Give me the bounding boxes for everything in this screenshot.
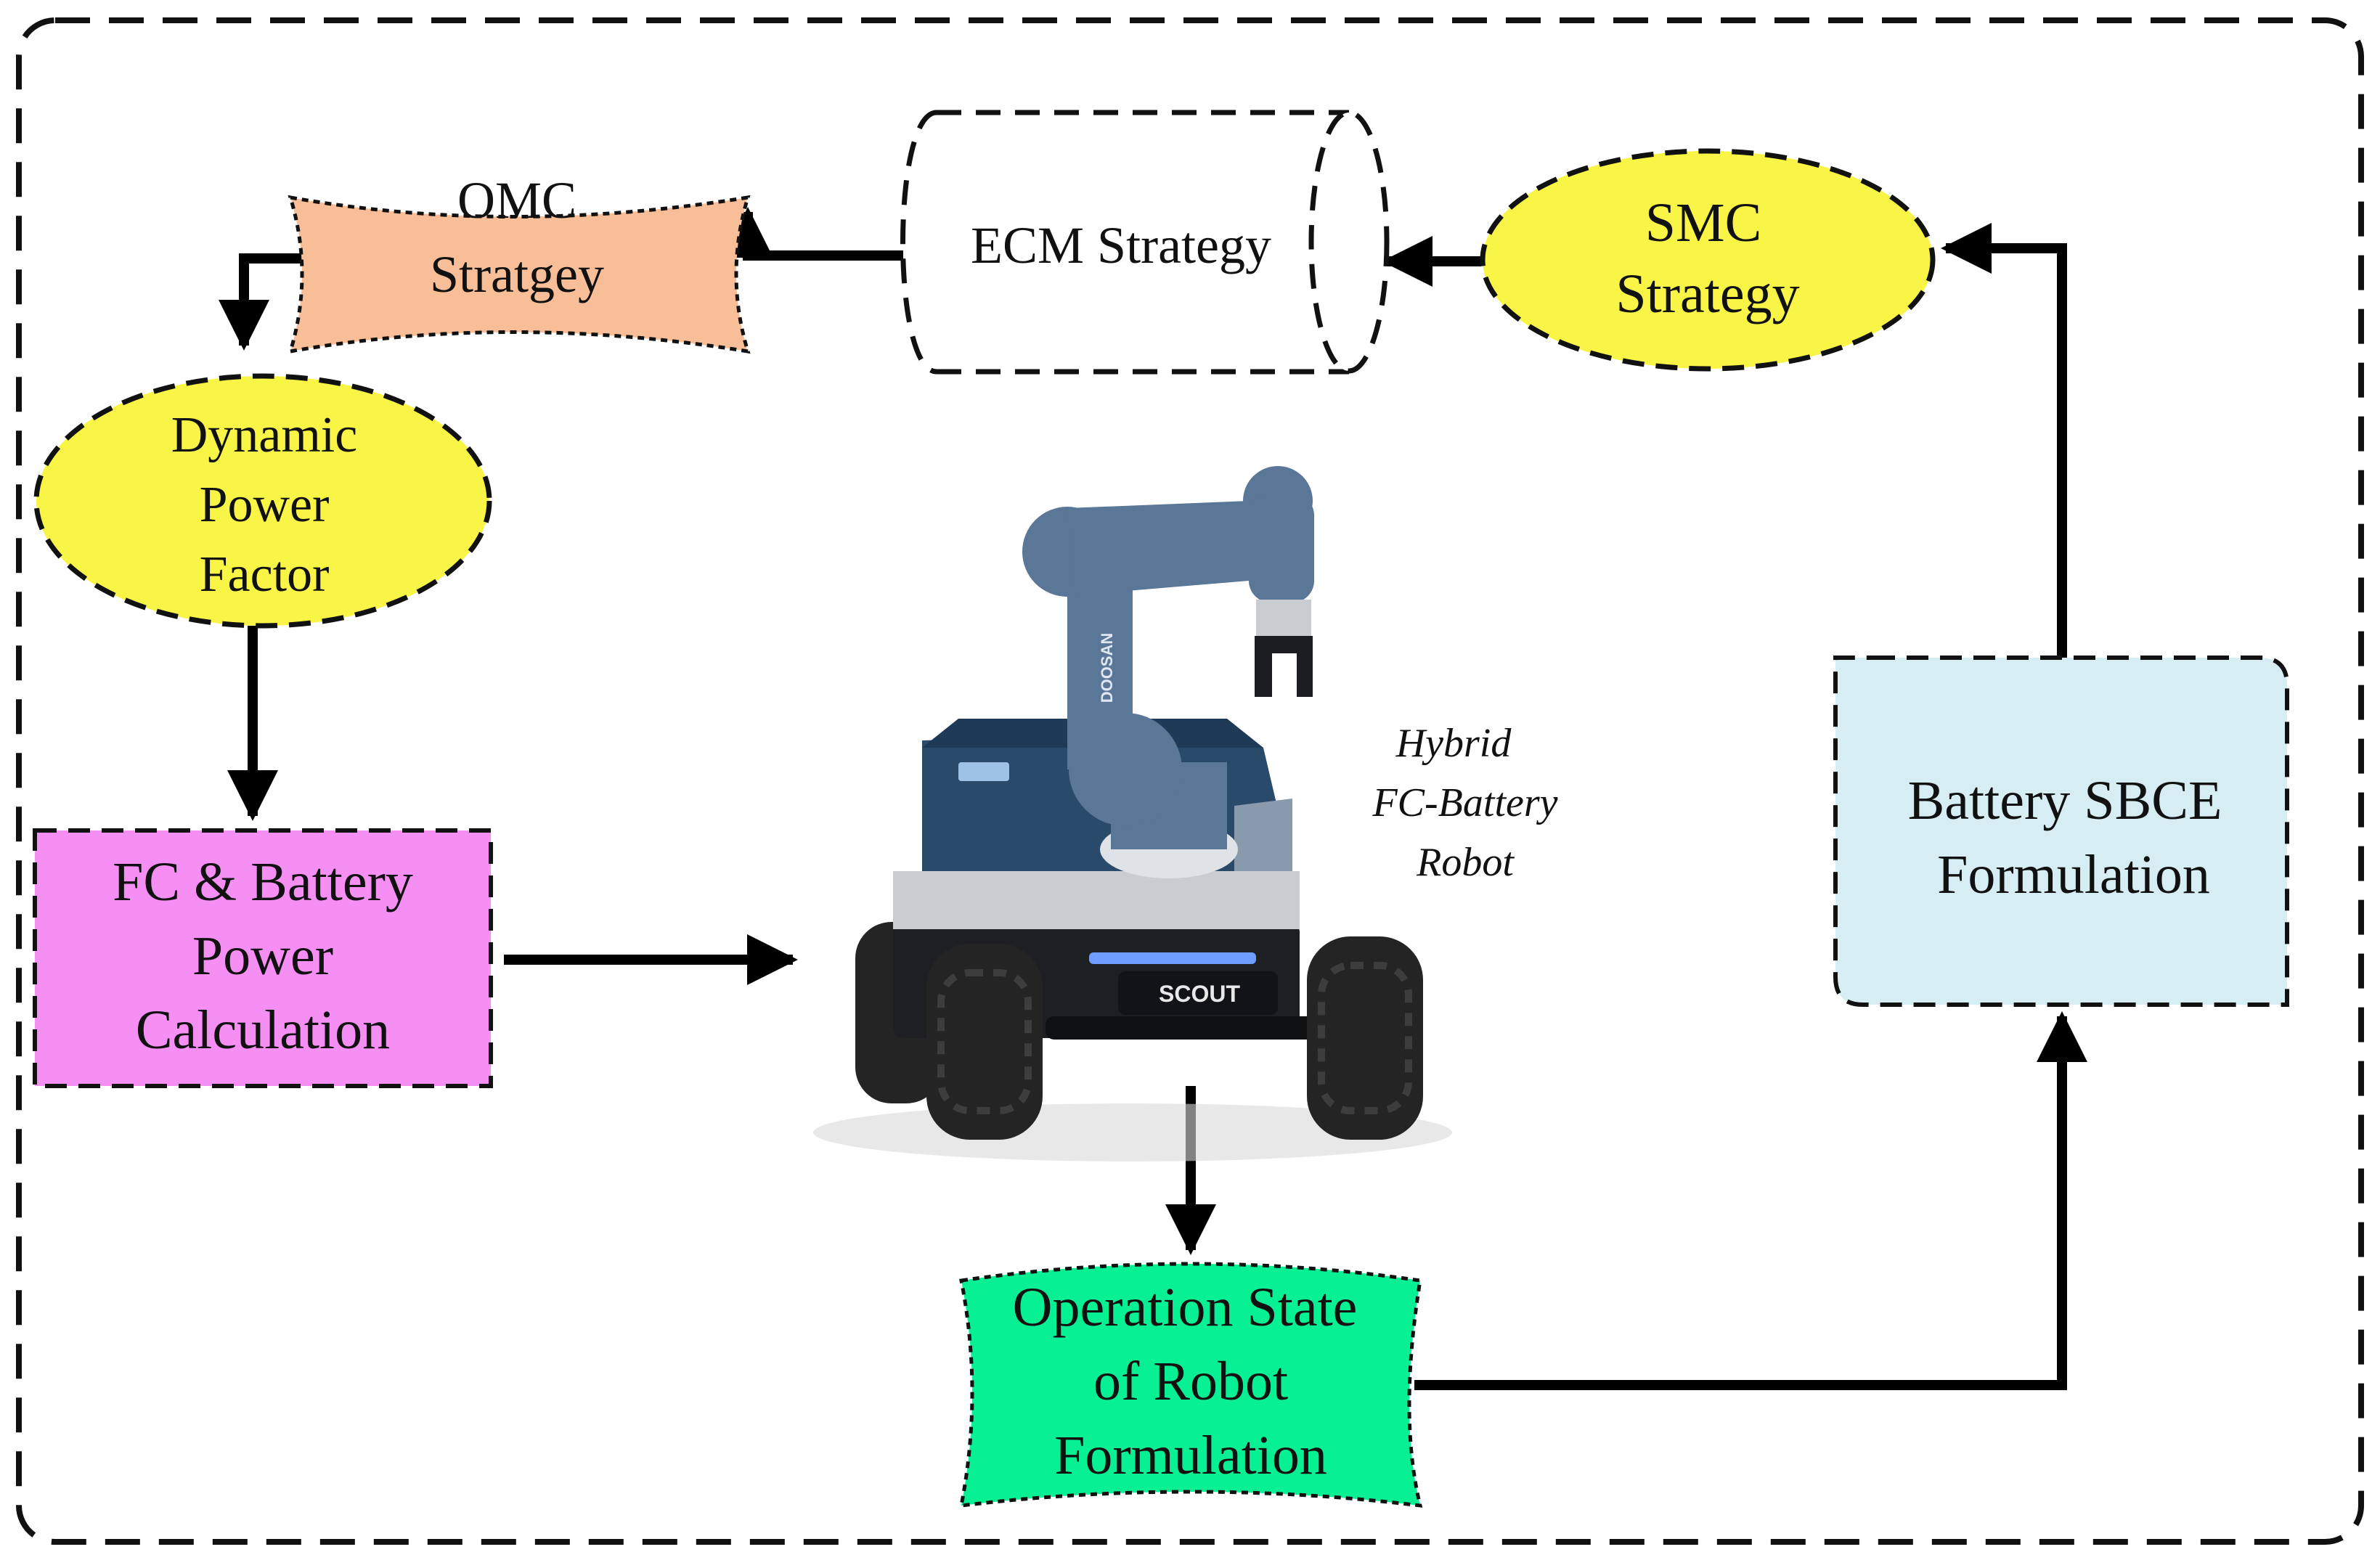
omc-label-line2: Stratgey <box>430 245 604 303</box>
fc-battery-power-node: FC & Battery Power Calculation <box>33 828 493 1088</box>
robot-caption-line1: Hybrid <box>1395 721 1512 766</box>
battery-shape <box>1833 656 2289 1007</box>
base-brand-label: SCOUT <box>1159 981 1240 1007</box>
smc-label-line2: Strategy <box>1615 264 1799 324</box>
battery-sbce-node: Battery SBCE Formulation <box>1833 656 2289 1007</box>
front-wheels <box>926 936 1423 1140</box>
ecm-label: ECM Strategy <box>971 216 1271 274</box>
robot-illustration: SCOUT DOOSAN <box>813 466 1452 1161</box>
control-box-label <box>958 762 1009 781</box>
ecm-strategy-node: ECM Strategy <box>900 110 1390 375</box>
battery-label-line1: Battery SBCE <box>1908 770 2222 831</box>
bumper <box>1046 1016 1350 1040</box>
dynamic-power-factor-node: Dynamic Power Factor <box>33 373 492 629</box>
front-plate <box>1118 971 1278 1015</box>
fc-label-line1: FC & Battery <box>113 852 413 912</box>
outer-frame <box>16 17 2364 1545</box>
gripper-body <box>1256 600 1311 636</box>
robot-caption-line3: Robot <box>1416 840 1515 885</box>
fc-label-line2: Power <box>192 926 333 987</box>
arrow-ecm-to-omc <box>722 207 903 261</box>
operation-label-line2: of Robot <box>1093 1351 1288 1412</box>
operation-label-line3: Formulation <box>1054 1425 1327 1486</box>
ecm-end-cap <box>1308 110 1390 374</box>
smc-strategy-node: SMC Strategy <box>1480 148 1936 372</box>
dpf-label-line2: Power <box>200 477 330 533</box>
robot-caption: Hybrid FC-Battery Robot <box>1372 721 1557 885</box>
omc-shape <box>288 195 751 354</box>
arm-forearm <box>1249 494 1314 603</box>
operation-shape <box>958 1262 1423 1508</box>
arrow-omc-to-dpf <box>219 253 303 351</box>
dpf-label-line1: Dynamic <box>171 407 358 463</box>
fc-shape <box>33 828 493 1088</box>
chassis-silver <box>893 871 1300 929</box>
tray <box>1234 799 1292 871</box>
arm-link-2 <box>1067 501 1249 595</box>
dpf-shape <box>33 373 492 629</box>
ecm-body <box>900 110 1349 375</box>
arrow-battery-to-smc <box>1941 223 2067 658</box>
omc-strategy-node: OMC Stratgey <box>288 171 751 354</box>
operation-label-line1: Operation State <box>1013 1277 1358 1338</box>
robot-caption-line2: FC-Battery <box>1372 780 1557 825</box>
arm-link-1 <box>1067 559 1133 769</box>
arm-brand-label: DOOSAN <box>1098 633 1116 703</box>
operation-state-node: Operation State of Robot Formulation <box>958 1262 1423 1508</box>
gripper-fingers <box>1255 636 1313 697</box>
arrow-operation-to-battery <box>1414 1011 2087 1390</box>
battery-label-line2: Formulation <box>1937 844 2210 905</box>
dpf-label-line3: Factor <box>200 547 330 603</box>
omc-label-line1: OMC <box>457 171 576 229</box>
smc-label-line1: SMC <box>1645 192 1762 253</box>
fc-label-line3: Calculation <box>136 1000 390 1061</box>
smc-shape <box>1480 148 1936 372</box>
led-strip <box>1089 952 1256 964</box>
